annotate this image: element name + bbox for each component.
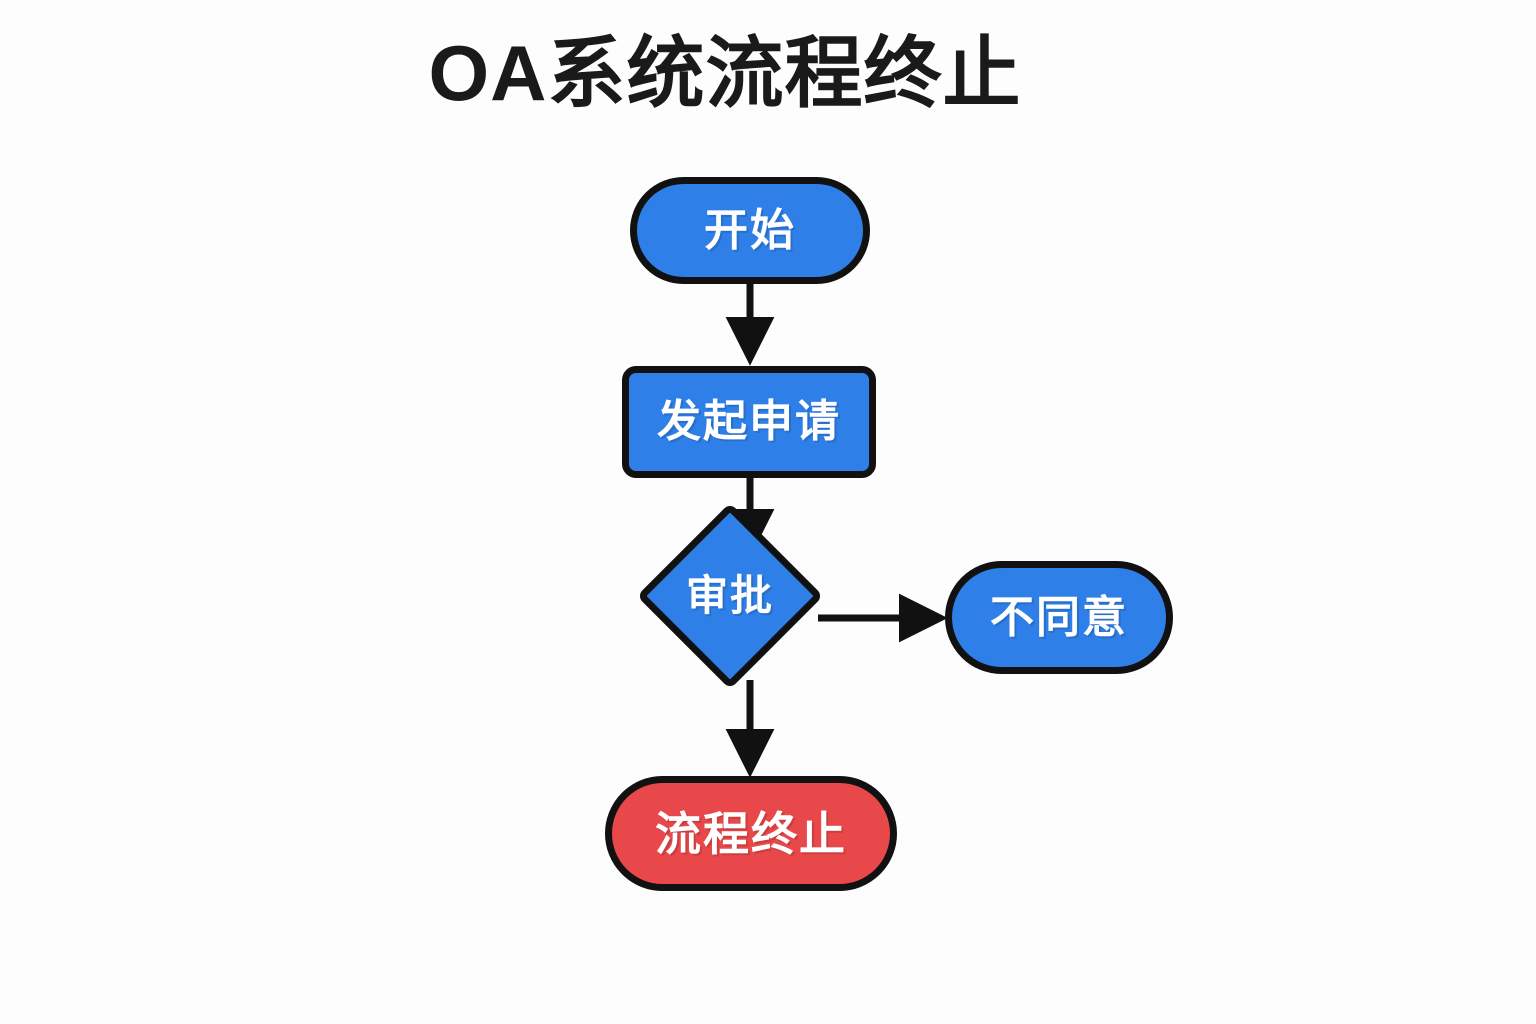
- node-process-terminated[interactable]: 流程终止: [605, 776, 897, 891]
- node-approval-decision-label: 审批: [685, 571, 775, 619]
- node-process-terminated-label: 流程终止: [655, 807, 847, 860]
- node-reject-label: 不同意: [990, 592, 1128, 642]
- node-start[interactable]: 开始: [630, 177, 870, 284]
- node-reject[interactable]: 不同意: [945, 561, 1173, 674]
- node-start-label: 开始: [704, 205, 796, 255]
- node-submit-application[interactable]: 发起申请: [622, 366, 876, 478]
- page-title: OA系统流程终止: [428, 29, 1022, 117]
- node-submit-application-label: 发起申请: [657, 397, 841, 446]
- node-approval-decision[interactable]: 审批: [636, 502, 824, 690]
